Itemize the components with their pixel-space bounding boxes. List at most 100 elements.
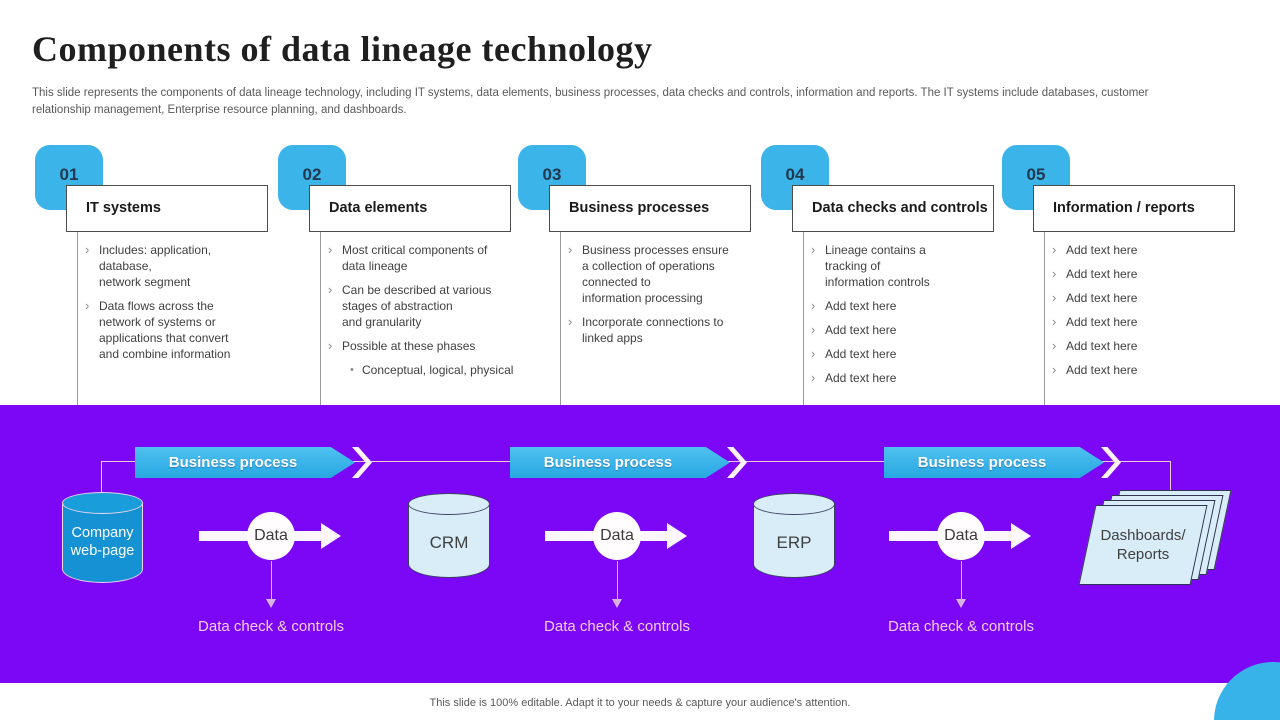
bullet-item: › Add text here	[1052, 290, 1252, 306]
bullet-item: › Add text here	[811, 322, 1011, 338]
down-arrow-head-icon	[956, 599, 966, 608]
editable-note: This slide is 100% editable. Adapt it to…	[429, 697, 851, 709]
bullet-text: Can be described at various stages of ab…	[342, 283, 492, 329]
database-cylinder-company-webpage: Company web-page	[62, 492, 143, 583]
column-divider-line	[77, 232, 78, 405]
bullet-list: › Includes: application, database, networ…	[85, 242, 285, 370]
bullet-text: Add text here	[1066, 315, 1138, 329]
column-header: Information / reports	[1033, 185, 1235, 232]
component-column-data-checks: 04 Data checks and controls ›Lineage con…	[759, 145, 1004, 405]
component-column-it-systems: 01 IT systems ›Includes: application, da…	[33, 145, 278, 405]
bullet-marker: ›	[811, 298, 816, 313]
bullet-item: ›Business processes ensure a collection …	[568, 242, 768, 306]
bullet-marker: ›	[85, 242, 90, 257]
data-node-group-2: Data Data check & controls	[517, 405, 717, 645]
bullet-text: Lineage contains a tracking of informati…	[825, 243, 930, 289]
bullet-text: Add text here	[1066, 363, 1138, 377]
data-node-group-3: Data Data check & controls	[861, 405, 1061, 645]
business-process-label: Business process	[168, 454, 298, 471]
bullet-item: › Includes: application, database, networ…	[85, 242, 285, 290]
bullet-text: Add text here	[1066, 243, 1138, 257]
cylinder-top	[753, 493, 835, 515]
business-process-label: Business process	[543, 454, 673, 471]
bullet-item: ›Lineage contains a tracking of informat…	[811, 242, 1011, 290]
cylinder-top	[408, 493, 490, 515]
cylinder-body	[62, 503, 143, 583]
bullet-marker: ›	[1052, 266, 1057, 281]
bullet-marker: ›	[568, 314, 573, 329]
connector-line-output	[1170, 461, 1171, 492]
bullet-item: › Add text here	[1052, 362, 1252, 378]
bullet-item: › Add text here	[811, 298, 1011, 314]
bullet-marker: ›	[1052, 338, 1057, 353]
bullet-text: Add text here	[1066, 339, 1138, 353]
bullet-marker: ›	[85, 298, 90, 313]
bullet-list: › Add text here › Add text here › Add text he…	[1052, 242, 1252, 386]
business-process-banner-2: Business process	[510, 447, 730, 478]
column-header: Business processes	[549, 185, 751, 232]
bullet-text: Incorporate connections to linked apps	[582, 315, 724, 345]
bullet-text: Add text here	[825, 371, 897, 385]
bullet-marker: ›	[568, 242, 573, 257]
down-arrow-line	[617, 561, 618, 599]
column-header: Data checks and controls	[792, 185, 994, 232]
bullet-item: ›Data flows across the network of system…	[85, 298, 285, 362]
bullet-marker: ›	[1052, 242, 1057, 257]
bullet-item: › Add text here	[1052, 242, 1252, 258]
cylinder-label: ERP	[776, 532, 812, 552]
bullet-marker: ›	[328, 242, 333, 257]
data-lineage-flow-diagram: Business process Business process Busine…	[0, 405, 1280, 683]
column-header: IT systems	[66, 185, 268, 232]
bullet-marker: ›	[1052, 362, 1057, 377]
sub-bullet-item: •Conceptual, logical, physical	[350, 362, 528, 378]
bullet-text: Add text here	[825, 299, 897, 313]
down-arrow-line	[961, 561, 962, 599]
column-divider-line	[320, 232, 321, 405]
bullet-item: › Most critical components of data lineag…	[328, 242, 528, 274]
bullet-text: Conceptual, logical, physical	[362, 363, 514, 377]
bullet-text: Add text here	[1066, 267, 1138, 281]
bullet-marker: ›	[811, 346, 816, 361]
database-cylinder-crm: CRM	[408, 493, 490, 578]
cylinder-label: Company web-page	[70, 524, 135, 559]
connector-line-source	[101, 461, 102, 494]
bullet-item: ›Add text here	[811, 370, 1011, 386]
data-node: Data	[593, 512, 641, 560]
chevron-right-icon	[1101, 447, 1121, 478]
bullet-text: Add text here	[1066, 291, 1138, 305]
bullet-list: › Lineage contains a tracking of informat…	[811, 242, 1011, 394]
database-cylinder-erp: ERP	[753, 493, 835, 578]
column-divider-line	[560, 232, 561, 405]
business-process-label: Business process	[917, 454, 1047, 471]
chevron-right-icon	[727, 447, 747, 478]
flow-arrow-head-icon	[321, 523, 341, 549]
flow-arrow-head-icon	[667, 523, 687, 549]
page-title: Components of data lineage technology	[32, 29, 653, 69]
component-column-business-processes: 03 Business processes ›Business processe…	[516, 145, 761, 405]
component-column-data-elements: 02 Data elements ›Most critical componen…	[276, 145, 521, 405]
bullet-marker: ›	[1052, 290, 1057, 305]
bullet-text: Add text here	[825, 347, 897, 361]
bullet-item: › Incorporate connections to linked apps	[568, 314, 768, 346]
bullet-text: Most critical components of data lineage	[342, 243, 488, 273]
bullet-text: Includes: application, database, network…	[99, 243, 212, 289]
bullet-item: › Add text here	[1052, 314, 1252, 330]
cylinder-label: CRM	[429, 532, 469, 552]
bullet-marker: ›	[1052, 314, 1057, 329]
component-column-information-reports: 05 Information / reports ›Add text here›…	[1000, 145, 1245, 405]
flow-arrow-head-icon	[1011, 523, 1031, 549]
data-node-group-1: Data Data check & controls	[171, 405, 371, 645]
down-arrow-line	[271, 561, 272, 599]
bullet-item: ›Possible at these phases	[328, 338, 528, 354]
business-process-banner-3: Business process	[884, 447, 1104, 478]
data-check-label: Data check & controls	[888, 618, 1034, 635]
bullet-marker: ›	[328, 282, 333, 297]
bullet-item: › Can be described at various stages of a…	[328, 282, 528, 330]
cylinder-body	[408, 504, 490, 578]
data-node: Data	[937, 512, 985, 560]
bullet-text: Add text here	[825, 323, 897, 337]
bullet-marker: ›	[811, 322, 816, 337]
column-divider-line	[803, 232, 804, 405]
bullet-text: Possible at these phases	[342, 339, 476, 353]
